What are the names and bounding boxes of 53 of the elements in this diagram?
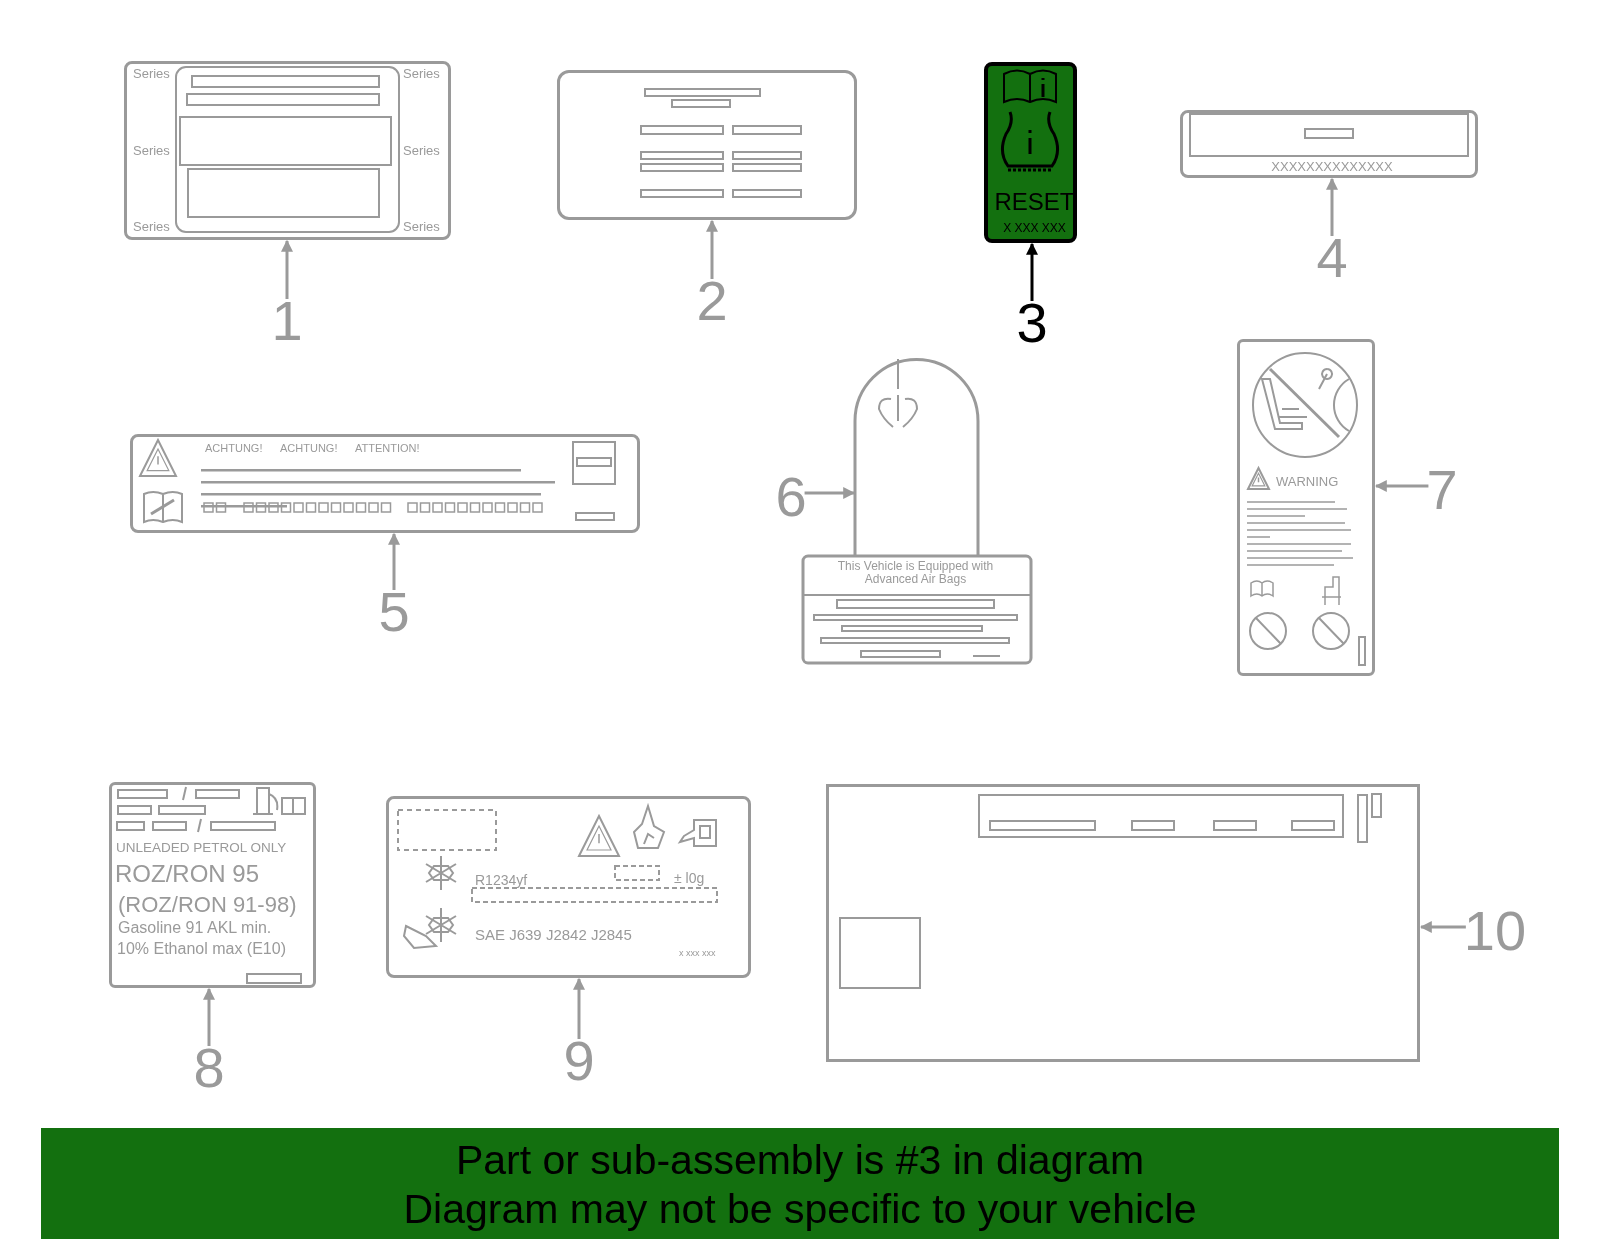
label-text: RESET: [993, 189, 1076, 216]
arrow: [1374, 480, 1429, 492]
callout-number: 4: [1316, 230, 1348, 286]
label-text: ACHTUNG!: [205, 442, 263, 455]
callout-number: 7: [1426, 462, 1458, 518]
sticker-label: [386, 796, 751, 978]
callout-number: 10: [1463, 903, 1527, 959]
label-text: R1234yf: [475, 873, 528, 889]
callout-number: 9: [563, 1033, 595, 1089]
label-text: ROZ/RON 95: [115, 861, 260, 888]
sticker-label: [826, 784, 1420, 1062]
arrow: [1326, 177, 1338, 236]
sticker-label: [130, 434, 640, 533]
label-text: Series: [133, 67, 170, 82]
label-text: WARNING: [1276, 475, 1339, 490]
sticker-label: [124, 61, 451, 240]
arrow: [203, 987, 215, 1046]
label-text: ACHTUNG!: [280, 442, 338, 455]
callout-number: 8: [193, 1040, 225, 1096]
arrow: [388, 532, 400, 590]
label-text: Series: [403, 220, 440, 235]
label-text: Series: [403, 67, 440, 82]
sticker-label: [1180, 110, 1478, 178]
arrow: [1026, 242, 1038, 301]
arrow: [281, 239, 293, 299]
label-text: This Vehicle is Equipped with Advanced Air Bags: [836, 560, 995, 587]
label-text: 10% Ethanol max (E10): [117, 940, 286, 958]
arrow: [804, 487, 856, 499]
label-text: Gasoline 91 AKL min.: [118, 919, 272, 937]
callout-number: 1: [271, 293, 303, 349]
sticker-label: [984, 62, 1077, 243]
label-text: (ROZ/RON 91-98): [118, 893, 297, 918]
arrow: [573, 977, 585, 1039]
label-text: Series: [403, 144, 440, 159]
label-text: Series: [133, 144, 170, 159]
label-text: Series: [133, 220, 170, 235]
label-text: ± l0g: [674, 871, 705, 887]
sticker-label: [557, 70, 857, 220]
callout-number: 5: [378, 584, 410, 640]
label-text: SAE J639 J2842 J2845: [475, 927, 632, 944]
arrow: [1419, 921, 1466, 933]
arrow: [706, 219, 718, 279]
label-text: UNLEADED PETROL ONLY: [116, 841, 287, 856]
callout-number: 6: [775, 469, 807, 525]
label-text: x xxx xxx: [679, 949, 716, 959]
notice-text: Part or sub-assembly is #3 in diagram: [454, 1140, 1146, 1181]
callout-number: 2: [696, 273, 728, 329]
callout-number: 3: [1016, 295, 1048, 351]
label-text: X XXX XXX: [1002, 222, 1067, 236]
notice-text: Diagram may not be specific to your vehicle: [402, 1189, 1198, 1230]
sticker-label: [1237, 339, 1375, 676]
label-text: XXXXXXXXXXXXXX: [1270, 160, 1394, 175]
label-text: ATTENTION!: [355, 442, 420, 455]
